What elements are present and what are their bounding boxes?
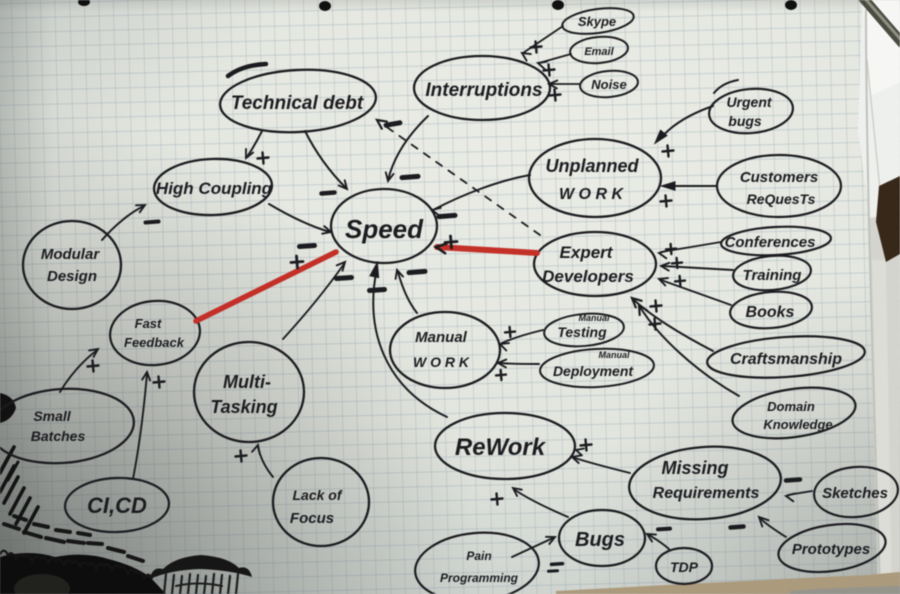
svg-text:CI,CD: CI,CD xyxy=(87,493,147,518)
svg-text:Urgent: Urgent xyxy=(726,94,772,110)
svg-text:Sketches: Sketches xyxy=(822,485,888,502)
svg-text:Pain: Pain xyxy=(466,549,491,563)
svg-text:Skype: Skype xyxy=(578,14,616,29)
svg-text:Testing: Testing xyxy=(557,324,607,340)
svg-text:Manual: Manual xyxy=(598,350,630,360)
svg-text:Missing: Missing xyxy=(661,458,728,478)
svg-text:Expert: Expert xyxy=(560,243,614,262)
svg-text:Fast: Fast xyxy=(135,316,162,331)
svg-text:Deployment: Deployment xyxy=(553,363,634,379)
svg-text:Developers: Developers xyxy=(542,267,634,286)
svg-text:Multi-: Multi- xyxy=(223,372,271,392)
svg-text:W O R K: W O R K xyxy=(413,354,470,370)
svg-text:Books: Books xyxy=(746,304,795,321)
svg-text:High Coupling: High Coupling xyxy=(156,179,273,198)
svg-text:Domain: Domain xyxy=(767,399,815,414)
svg-text:Craftsmanship: Craftsmanship xyxy=(730,351,842,368)
svg-text:Email: Email xyxy=(584,46,614,58)
svg-text:Batches: Batches xyxy=(31,428,86,444)
svg-text:W O R K: W O R K xyxy=(559,186,624,203)
svg-text:Tasking: Tasking xyxy=(210,397,277,417)
svg-text:Manual: Manual xyxy=(415,329,468,346)
svg-text:Training: Training xyxy=(743,267,802,284)
svg-text:bugs: bugs xyxy=(728,113,762,129)
svg-text:Speed: Speed xyxy=(345,214,424,244)
svg-text:Modular: Modular xyxy=(41,246,100,263)
svg-text:Small: Small xyxy=(33,408,71,424)
svg-text:Bugs: Bugs xyxy=(575,529,625,551)
svg-text:Programming: Programming xyxy=(440,571,519,585)
svg-text:Noise: Noise xyxy=(591,77,626,92)
svg-text:Conferences: Conferences xyxy=(725,234,816,251)
svg-text:TDP: TDP xyxy=(670,559,699,575)
svg-text:Knowledge: Knowledge xyxy=(763,417,832,432)
svg-text:Design: Design xyxy=(47,268,97,285)
svg-text:Feedback: Feedback xyxy=(124,335,185,350)
svg-text:Unplanned: Unplanned xyxy=(546,156,640,176)
svg-text:Lack of: Lack of xyxy=(292,487,342,503)
svg-text:Requirements: Requirements xyxy=(653,485,760,502)
svg-text:ReQuesTs: ReQuesTs xyxy=(747,191,816,207)
svg-text:Interruptions: Interruptions xyxy=(425,80,542,101)
svg-text:ReWork: ReWork xyxy=(455,434,547,461)
svg-text:Focus: Focus xyxy=(290,510,334,527)
svg-text:Technical debt: Technical debt xyxy=(231,93,364,114)
svg-text:Prototypes: Prototypes xyxy=(792,541,870,558)
svg-text:Manual: Manual xyxy=(578,313,610,323)
svg-text:Customers: Customers xyxy=(740,169,818,186)
